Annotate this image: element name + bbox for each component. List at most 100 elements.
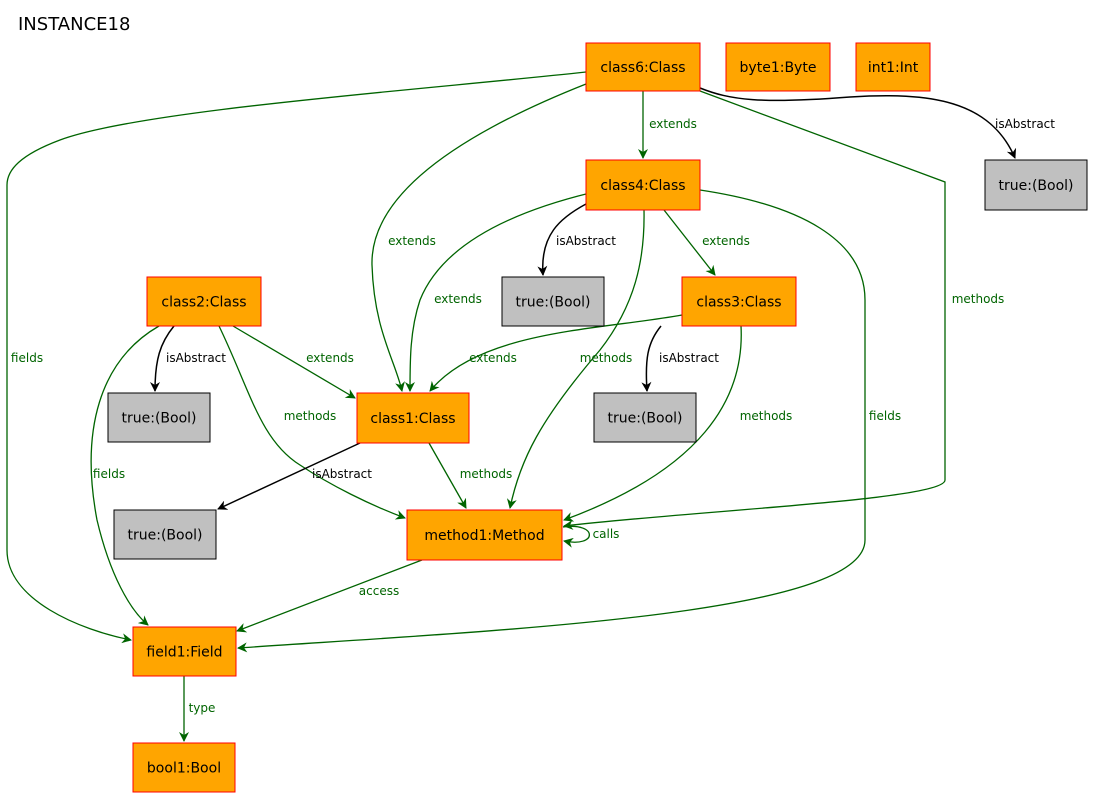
object-box bbox=[356, 392, 470, 444]
object-box bbox=[146, 276, 262, 327]
node-class1: class1:Class bbox=[356, 392, 470, 444]
edge-label: extends bbox=[388, 234, 436, 248]
edge-line bbox=[563, 325, 742, 522]
object-box bbox=[681, 276, 797, 327]
edge-line bbox=[428, 442, 467, 509]
edge-line bbox=[232, 325, 356, 399]
edge-line bbox=[371, 83, 587, 392]
object-box bbox=[585, 159, 701, 211]
edge-class6-extends-class4: extends bbox=[638, 91, 697, 159]
edge-label: access bbox=[359, 584, 399, 598]
node-class4: class4:Class bbox=[585, 159, 701, 211]
edge-class6-fields-field1: fields bbox=[6, 71, 587, 644]
edge-label: methods bbox=[952, 292, 1005, 306]
node-bool1: bool1:Bool bbox=[132, 742, 236, 793]
edge-class6-methods-method1: methods bbox=[563, 90, 1005, 530]
edge-class4-extends-class1: extends bbox=[405, 192, 591, 392]
edge-label: extends bbox=[306, 351, 354, 365]
edge-line bbox=[217, 442, 361, 510]
edge-line bbox=[6, 71, 587, 644]
edge-line bbox=[237, 189, 866, 653]
edge-line bbox=[90, 325, 160, 626]
edge-class3-isAbstract-true_c3: isAbstract bbox=[641, 325, 719, 392]
edge-label: isAbstract bbox=[312, 467, 372, 481]
edge-line bbox=[537, 203, 587, 276]
edge-line bbox=[663, 209, 716, 276]
edge-line bbox=[506, 209, 645, 509]
node-label: class3:Class bbox=[696, 295, 781, 311]
edge-method1-calls-method1: calls bbox=[562, 525, 620, 548]
edge-class4-fields-field1: fields bbox=[237, 189, 901, 653]
value-box bbox=[107, 392, 211, 443]
node-label: class4:Class bbox=[600, 178, 685, 194]
edge-label: isAbstract bbox=[556, 234, 616, 248]
edge-class1-isAbstract-true_c1: isAbstract bbox=[217, 442, 372, 510]
object-box bbox=[406, 509, 563, 561]
edge-class6-extends-class1: extends bbox=[371, 83, 587, 392]
node-true_c1: true:(Bool) bbox=[113, 509, 217, 560]
node-true_c3: true:(Bool) bbox=[593, 392, 697, 443]
node-label: class1:Class bbox=[370, 411, 455, 427]
node-label: true:(Bool) bbox=[122, 411, 197, 427]
value-box bbox=[984, 159, 1088, 211]
node-label: true:(Bool) bbox=[128, 528, 203, 544]
node-method1: method1:Method bbox=[406, 509, 563, 561]
node-label: int1:Int bbox=[868, 60, 919, 76]
edge-line bbox=[699, 87, 1017, 159]
edge-class4-extends-class3: extends bbox=[663, 209, 750, 276]
node-class6: class6:Class bbox=[585, 42, 701, 92]
edge-class1-methods-method1: methods bbox=[428, 442, 513, 509]
node-label: method1:Method bbox=[424, 528, 544, 544]
edge-label: methods bbox=[740, 409, 793, 423]
node-label: field1:Field bbox=[146, 645, 222, 661]
edge-label: isAbstract bbox=[166, 351, 226, 365]
edge-class3-extends-class1: extends bbox=[429, 314, 683, 392]
edge-class2-methods-method1: methods bbox=[218, 325, 406, 520]
edge-label: extends bbox=[469, 351, 517, 365]
node-byte1: byte1:Byte bbox=[725, 42, 831, 92]
object-box bbox=[132, 742, 236, 793]
node-label: class2:Class bbox=[161, 295, 246, 311]
edge-class4-methods-method1: methods bbox=[506, 209, 645, 509]
edge-label: type bbox=[189, 701, 216, 715]
edge-line bbox=[563, 90, 946, 530]
object-box bbox=[725, 42, 831, 92]
edge-label: fields bbox=[93, 467, 125, 481]
edge-label: fields bbox=[869, 409, 901, 423]
edge-label: extends bbox=[434, 292, 482, 306]
edge-label: methods bbox=[284, 409, 337, 423]
edge-class6-isAbstract-true_c6: isAbstract bbox=[699, 87, 1055, 159]
edge-field1-type-bool1: type bbox=[179, 676, 216, 742]
edge-class3-methods-method1: methods bbox=[563, 325, 793, 522]
edge-label: extends bbox=[649, 117, 697, 131]
node-true_c6: true:(Bool) bbox=[984, 159, 1088, 211]
value-box bbox=[501, 276, 605, 327]
nodes-layer: class6:Class byte1:Byte int1:Int class4:Cla… bbox=[107, 42, 1088, 793]
node-label: true:(Bool) bbox=[516, 295, 591, 311]
edge-label: isAbstract bbox=[659, 351, 719, 365]
object-box bbox=[132, 626, 237, 677]
edge-line bbox=[405, 192, 591, 392]
edge-class2-extends-class1: extends bbox=[232, 325, 356, 399]
edge-label: methods bbox=[580, 351, 633, 365]
edge-line bbox=[218, 325, 406, 520]
node-class3: class3:Class bbox=[681, 276, 797, 327]
node-label: class6:Class bbox=[600, 60, 685, 76]
edge-class2-isAbstract-true_c2: isAbstract bbox=[150, 325, 226, 392]
node-true_c4: true:(Bool) bbox=[501, 276, 605, 327]
edge-class2-fields-field1: fields bbox=[90, 325, 160, 626]
node-label: true:(Bool) bbox=[608, 411, 683, 427]
edge-class4-isAbstract-true_c4: isAbstract bbox=[537, 203, 616, 276]
edge-label: extends bbox=[702, 234, 750, 248]
value-box bbox=[113, 509, 217, 560]
node-field1: field1:Field bbox=[132, 626, 237, 677]
edge-label: calls bbox=[593, 527, 620, 541]
node-true_c2: true:(Bool) bbox=[107, 392, 211, 443]
object-box bbox=[585, 42, 701, 92]
edge-line bbox=[236, 559, 423, 633]
edge-label: methods bbox=[460, 467, 513, 481]
edge-label: isAbstract bbox=[995, 117, 1055, 131]
edge-method1-access-field1: access bbox=[236, 559, 423, 633]
edge-line bbox=[150, 325, 175, 392]
edges-layer: extends isAbstract extends methods fields isA… bbox=[6, 71, 1055, 742]
